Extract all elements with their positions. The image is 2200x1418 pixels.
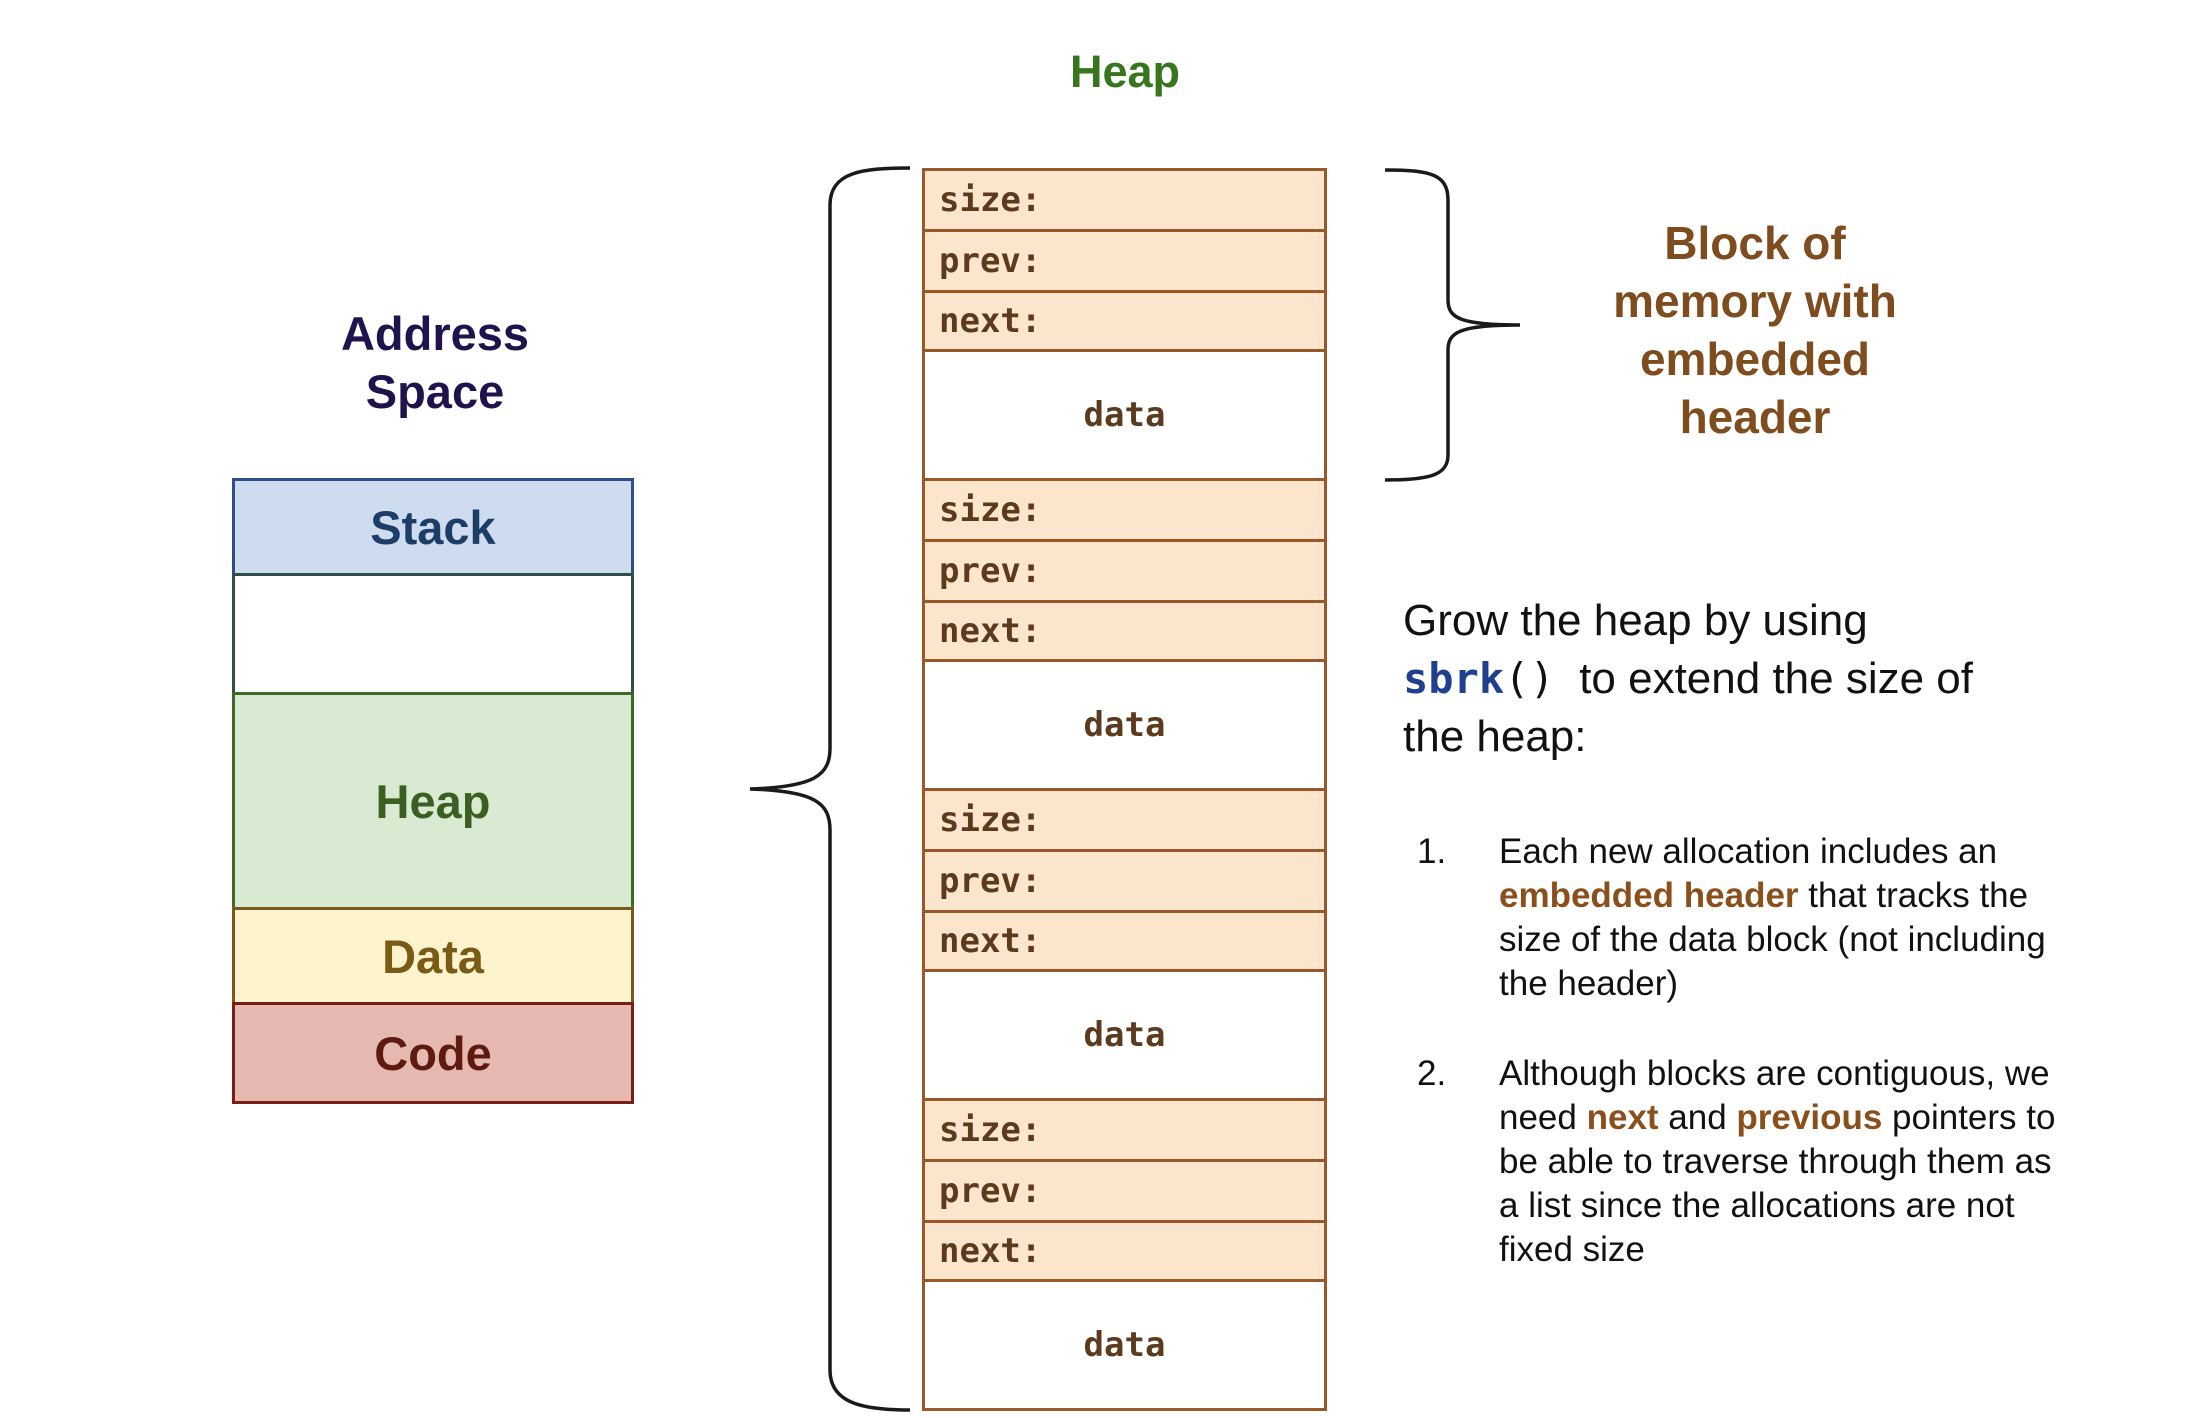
left-heap-brace [749,166,911,1412]
grow-after-text: to extend the size of [1579,654,1973,703]
grow-line-2: sbrk() to extend the size of [1403,650,2043,708]
grow-line-3: the heap: [1403,712,1587,761]
grow-line-1: Grow the heap by using [1403,596,1868,645]
address-space-title: Address Space [290,305,580,421]
heap-title: Heap [1069,46,1181,97]
list-item-2-text-a: Although blocks are contiguous, we need [1499,1054,2050,1137]
block-3-data: data [922,969,1327,1101]
list-item-1-text-a: Each new allocation includes an [1499,832,1998,871]
embedded-header-highlight: embedded header [1499,876,1799,915]
segment-code: Code [232,1002,634,1104]
list-item-1-text: Each new allocation includes an embedded… [1499,830,2059,1006]
right-block-brace [1384,168,1521,482]
block-3-next-field: next: [922,910,1327,972]
list-item-2-text: Although blocks are contiguous, we need … [1499,1052,2059,1272]
grow-heap-paragraph: Grow the heap by using sbrk() to extend … [1403,592,2043,766]
list-item-2-number: 2. [1417,1054,1447,1093]
address-space-title-line1: Address [340,307,530,360]
block-1-data: data [922,349,1327,481]
block-label: Block of memory with embedded header [1555,214,1955,446]
list-item-1-number: 1. [1417,832,1447,871]
list-item-2-text-c: pointers to be able to traverse through … [1499,1098,2056,1269]
block-3-size-field: size: [922,788,1327,852]
sbrk-function: sbrk [1403,654,1505,703]
block-4-next-field: next: [922,1220,1327,1282]
list-item-2-text-b: and [1658,1098,1737,1137]
previous-highlight: previous [1736,1098,1883,1137]
block-1-size-field: size: [922,168,1327,232]
block-label-line1: Block of [1664,217,1846,269]
block-label-line4: header [1679,391,1831,443]
block-2-size-field: size: [922,478,1327,542]
block-4-data: data [922,1279,1327,1411]
block-label-line2: memory with [1613,275,1897,327]
list-item-1-text-b: that tracks the size of the data block (… [1499,876,2046,1003]
sbrk-parens: () [1504,654,1555,703]
address-space-title-line2: Space [365,365,505,418]
next-highlight: next [1586,1098,1659,1137]
segment-heap: Heap [232,692,634,910]
segment-free-gap [232,573,634,695]
block-label-line3: embedded [1639,333,1871,385]
